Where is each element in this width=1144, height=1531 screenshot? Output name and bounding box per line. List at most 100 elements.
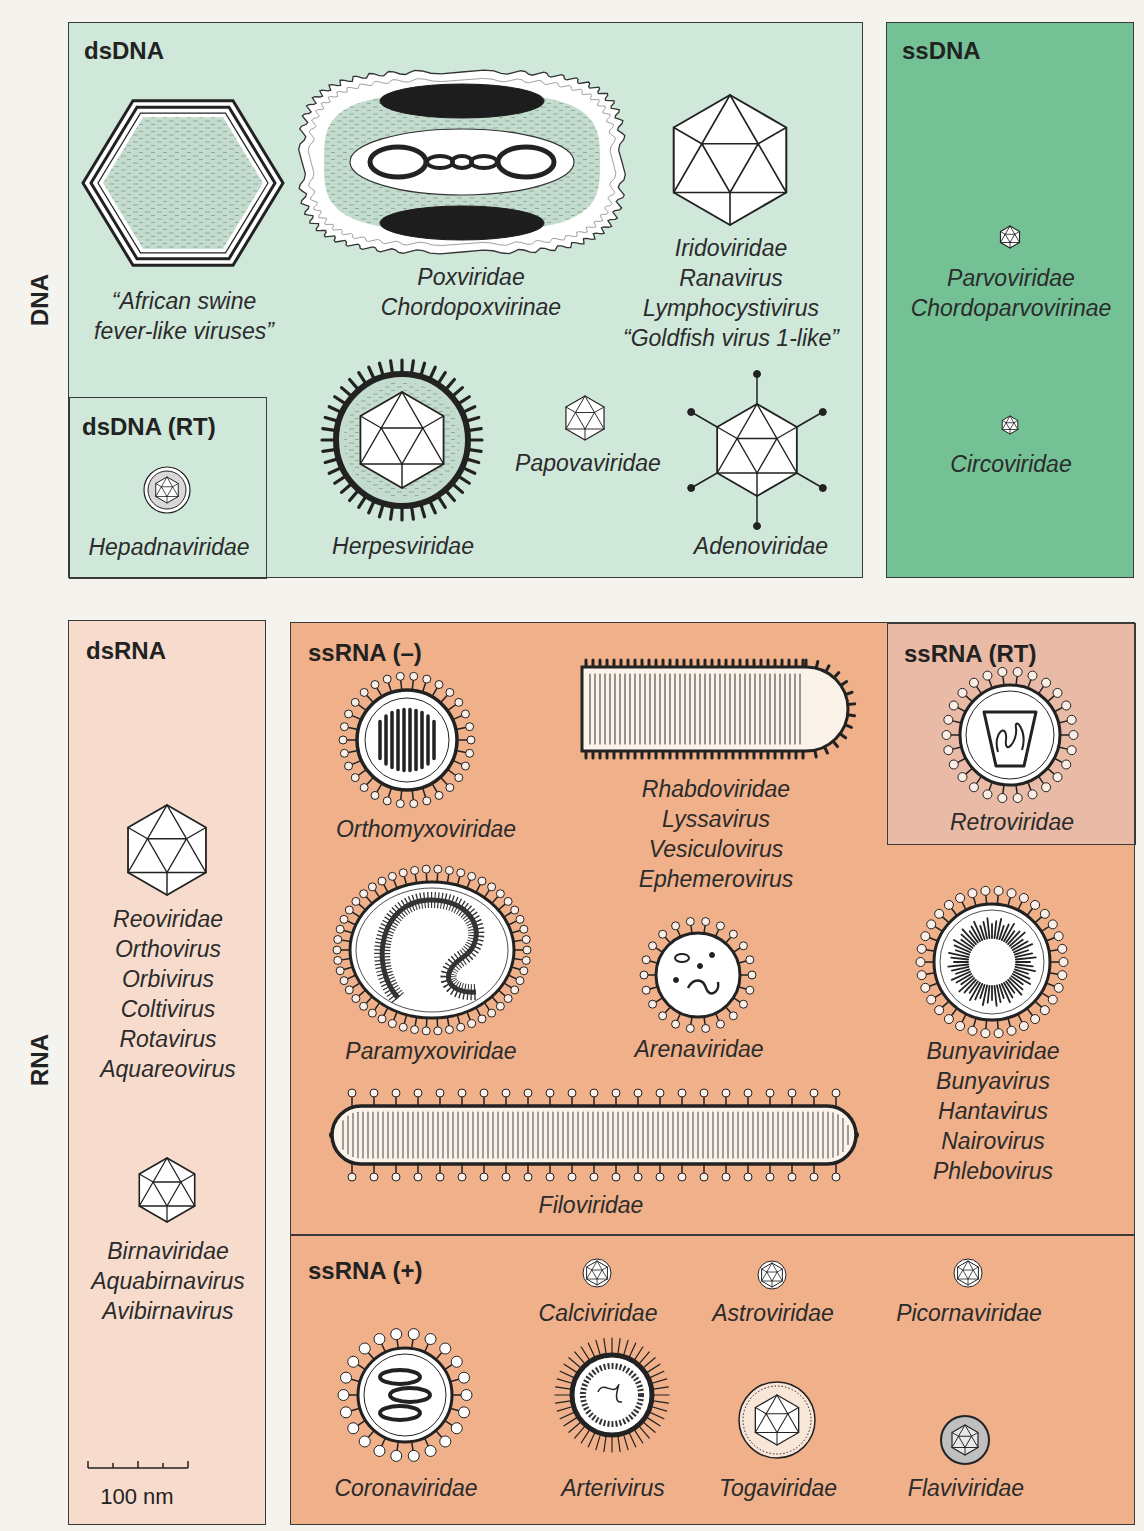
virion-part (973, 1267, 978, 1270)
virion-part (822, 1112, 823, 1158)
virion-part (792, 1112, 793, 1158)
taxon-name: Herpesviridae (332, 531, 474, 561)
virion-part (662, 1112, 663, 1158)
virion-part (423, 416, 444, 428)
virion-part (459, 1372, 470, 1383)
virion-part (166, 1206, 167, 1222)
virion-part (552, 1112, 553, 1158)
virion-part (944, 1015, 953, 1024)
taxon-name: Hepadnaviridae (88, 532, 249, 562)
virion-part (590, 1173, 598, 1181)
virion-part (128, 805, 206, 895)
virion-part (423, 797, 431, 805)
virion-part (755, 1432, 777, 1433)
genome-class-panel: ssRNA (RT)Retroviridae (887, 623, 1136, 845)
virion-part (649, 1000, 657, 1008)
virion-part (604, 674, 605, 744)
virion-part (634, 1089, 642, 1097)
virion-part (480, 1173, 488, 1181)
virion-part (434, 865, 442, 873)
taxon-name: Adenoviridae (694, 531, 828, 561)
taxon-name: Flaviviridae (908, 1473, 1024, 1503)
taxon-name: Rotavirus (100, 1024, 236, 1054)
virion-part (724, 674, 725, 744)
virion-part (572, 1112, 573, 1158)
virion-part (677, 1112, 678, 1158)
virion-part (746, 986, 754, 994)
virion-part (1016, 957, 1036, 959)
virion-part (921, 932, 930, 941)
virion-part (378, 721, 382, 758)
taxon-name: Orthovirus (100, 934, 236, 964)
virion-part (156, 496, 167, 497)
virion-part (597, 1261, 602, 1270)
virion-part (340, 749, 348, 757)
virion-part (461, 710, 469, 718)
virus-taxon-label: Papovaviridae (515, 448, 661, 478)
virion-part (700, 1089, 708, 1097)
virion-part (410, 800, 418, 808)
virion-part (1054, 932, 1063, 941)
virion-part (764, 674, 765, 744)
virion-part (589, 674, 590, 744)
virion-part (835, 1164, 837, 1173)
virion-part (412, 1112, 413, 1158)
virion-part (678, 1089, 686, 1097)
virion-part (336, 967, 344, 975)
virion-part (332, 1106, 856, 1164)
panel-fill (68, 396, 266, 578)
virion-part (672, 1020, 680, 1028)
virion-part (340, 723, 348, 731)
virion-part (512, 1112, 513, 1158)
virus-taxon-label: Flaviviridae (908, 1473, 1024, 1503)
virion-part (916, 958, 925, 967)
taxon-name: Papovaviridae (515, 448, 661, 478)
virion-part (308, 78, 616, 245)
virion-part (383, 675, 391, 683)
flavivirus-drawing (941, 1416, 989, 1464)
virion-part (427, 1112, 428, 1158)
virion-part (759, 674, 760, 744)
virion-part (667, 1112, 668, 1158)
virion-part (360, 890, 368, 898)
calicivirus-drawing (583, 1259, 611, 1287)
virion-part (602, 1267, 607, 1270)
genome-class-panel: ssRNA (–)OrthomyxoviridaeRhabdoviridaeLy… (290, 622, 1135, 1235)
virion-part (103, 117, 263, 249)
virion-part (144, 467, 190, 513)
virion-part (959, 1436, 972, 1447)
taxon-name: Avibirnavirus (91, 1296, 244, 1326)
virion-part (959, 1425, 965, 1436)
taxon-name: Paramyxoviridae (345, 1036, 516, 1066)
virion-part (588, 1431, 595, 1446)
virion-part (410, 672, 418, 680)
virion-part (612, 1089, 620, 1097)
virion-part (927, 995, 936, 1004)
virion-part (1013, 794, 1022, 803)
virion-part (496, 890, 504, 898)
virion-part (646, 1364, 660, 1373)
virion-part (556, 1401, 573, 1403)
virion-part (1062, 760, 1071, 769)
virion-part (991, 924, 993, 938)
virion-part (664, 674, 665, 744)
virion-part (408, 1329, 419, 1340)
virion-part (789, 674, 790, 744)
arterivirus-drawing (555, 1338, 669, 1452)
virion-part (467, 736, 475, 744)
virion-part (682, 1112, 683, 1158)
virion-part (566, 396, 604, 440)
virion-part (148, 839, 187, 873)
virion-part (434, 1027, 442, 1035)
virion-part (752, 1112, 753, 1158)
virus-taxon-label: ParvoviridaeChordoparvovirinae (911, 263, 1112, 323)
virion-part (634, 1429, 643, 1443)
virion-part (1048, 995, 1057, 1004)
virion-part (965, 1448, 966, 1456)
virion-part (478, 1015, 486, 1023)
virion-part (352, 1113, 353, 1156)
virion-part (384, 716, 388, 764)
taxon-name: Astroviridae (712, 1298, 833, 1328)
virion-part (652, 1401, 669, 1403)
virion-part (399, 1023, 407, 1031)
